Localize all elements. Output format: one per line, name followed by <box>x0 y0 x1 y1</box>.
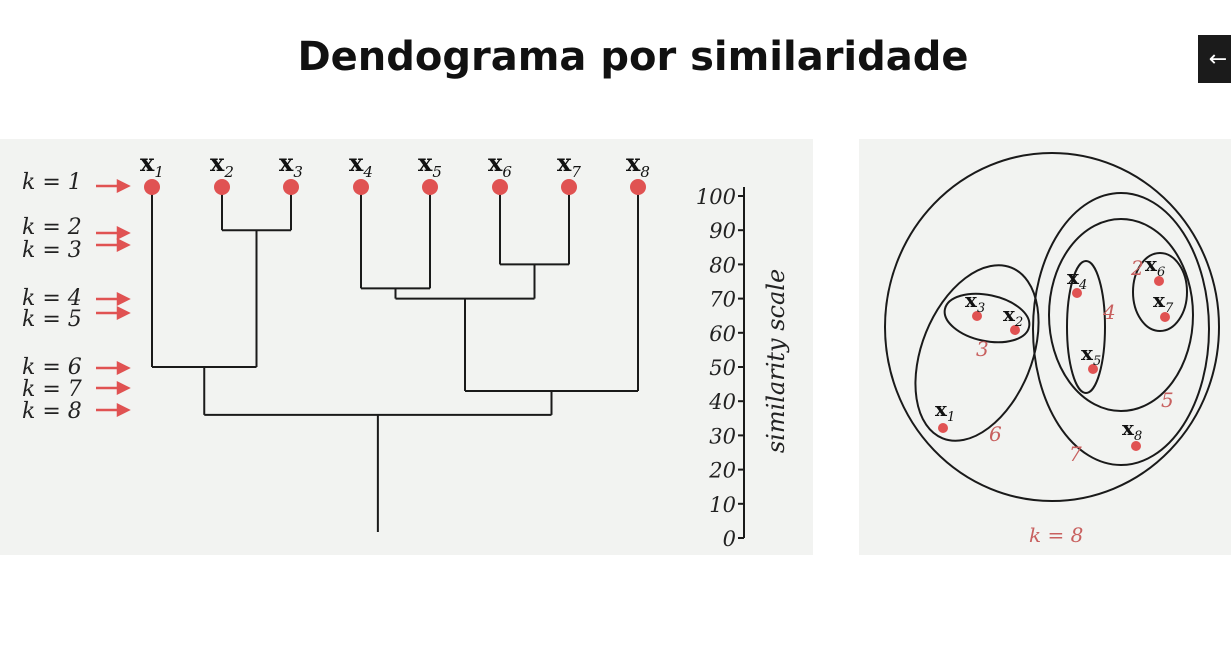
dendrogram-panel: k = 1 k = 2 k = 3 k = 4 k = 5 k = 6 k = … <box>0 139 813 555</box>
scale-tick-label: 90 <box>709 219 736 243</box>
cluster-point <box>938 423 948 433</box>
leaf-point <box>353 179 369 195</box>
scale-tick-label: 30 <box>709 424 736 448</box>
dendrogram-figure: k = 1 k = 2 k = 3 k = 4 k = 5 k = 6 k = … <box>22 148 790 551</box>
arrow-left-icon: ← <box>1208 46 1228 72</box>
scale-tick-label: 50 <box>709 356 736 380</box>
leaf-label-x3: x3 <box>279 148 303 181</box>
arrow-icon <box>96 178 131 194</box>
cluster-point-label-x1: x1 <box>935 397 955 425</box>
back-button[interactable]: ← <box>1198 35 1231 83</box>
cluster-outlines <box>884 152 1220 502</box>
level-label-k1: k = 1 <box>22 170 82 195</box>
cluster-point-label-x5: x5 <box>1081 341 1101 369</box>
cluster-point <box>1160 312 1170 322</box>
level-label-k8: k = 8 <box>22 399 82 424</box>
cluster-point-label-x8: x8 <box>1122 416 1142 444</box>
cluster-outline-6 <box>914 264 1040 442</box>
arrow-icon <box>96 360 131 376</box>
cluster-outline-k8 <box>884 152 1220 502</box>
scale-tick-label: 0 <box>723 527 736 551</box>
cluster-label-k8: k = 8 <box>1029 523 1083 547</box>
cluster-points: x1 x2 x3 x4 x5 x6 x7 x8 <box>935 252 1174 451</box>
level-label-k7: k = 7 <box>22 377 82 402</box>
level-labels: k = 1 k = 2 k = 3 k = 4 k = 5 k = 6 k = … <box>22 170 82 424</box>
leaf-label-x7: x7 <box>557 148 581 181</box>
leaf-point <box>630 179 646 195</box>
level-label-k4: k = 4 <box>22 286 82 311</box>
cluster-diagram-panel: x1 x2 x3 x4 x5 x6 x7 x8 2 3 4 5 6 7 k = 8 <box>859 139 1231 555</box>
arrow-icon <box>96 225 131 241</box>
cluster-label-7: 7 <box>1069 442 1082 466</box>
cluster-numbers: 2 3 4 5 6 7 k = 8 <box>976 256 1174 547</box>
dendrogram-tree <box>151 187 639 532</box>
leaf-labels: x1 x2 x3 x4 x5 x6 x7 x8 <box>140 148 650 181</box>
cluster-point <box>1088 364 1098 374</box>
cluster-point-label-x4: x4 <box>1067 265 1087 293</box>
cluster-label-6: 6 <box>989 422 1002 446</box>
cluster-point-label-x7: x7 <box>1153 288 1174 316</box>
arrow-icon <box>96 291 131 307</box>
cluster-outline-3 <box>943 292 1031 344</box>
cluster-point-label-x2: x2 <box>1003 302 1023 330</box>
level-arrows <box>96 178 131 418</box>
page-title: Dendograma por similaridade <box>297 34 969 80</box>
scale-tick-label: 80 <box>709 253 736 277</box>
level-label-k5: k = 5 <box>22 307 82 332</box>
level-label-k6: k = 6 <box>22 355 82 380</box>
scale-tick-label: 100 <box>696 185 736 209</box>
scale-tick-label: 60 <box>709 322 736 346</box>
arrow-icon <box>96 380 131 396</box>
scale-tick-label: 70 <box>709 288 736 312</box>
arrow-icon <box>96 402 131 418</box>
leaf-point <box>492 179 508 195</box>
leaf-label-x8: x8 <box>626 148 650 181</box>
scale-tick-label: 20 <box>708 459 736 483</box>
leaf-label-x2: x2 <box>210 148 234 181</box>
cluster-point <box>1072 288 1082 298</box>
cluster-outline-2 <box>1132 252 1188 332</box>
arrow-icon <box>96 305 131 321</box>
level-label-k2: k = 2 <box>22 215 82 240</box>
cluster-point-label-x6: x6 <box>1145 252 1165 280</box>
leaf-point <box>214 179 230 195</box>
level-label-k3: k = 3 <box>22 238 82 263</box>
leaf-label-x1: x1 <box>140 148 164 181</box>
scale-tick-label: 40 <box>708 390 736 414</box>
cluster-point <box>972 311 982 321</box>
cluster-point <box>1131 441 1141 451</box>
cluster-point-label-x3: x3 <box>965 288 985 316</box>
leaf-point <box>561 179 577 195</box>
cluster-point <box>1010 325 1020 335</box>
cluster-label-5: 5 <box>1161 388 1174 412</box>
cluster-outline-5 <box>1048 218 1194 412</box>
similarity-scale-label: similarity scale <box>762 269 790 453</box>
cluster-label-2: 2 <box>1130 256 1144 280</box>
arrow-icon <box>96 237 131 253</box>
leaf-point <box>283 179 299 195</box>
leaf-label-x6: x6 <box>488 148 512 181</box>
leaf-point <box>144 179 160 195</box>
cluster-diagram: x1 x2 x3 x4 x5 x6 x7 x8 2 3 4 5 6 7 k = 8 <box>884 152 1220 547</box>
leaf-label-x4: x4 <box>349 148 373 181</box>
cluster-label-4: 4 <box>1102 300 1116 324</box>
cluster-outline-4 <box>1066 260 1106 394</box>
cluster-point <box>1154 276 1164 286</box>
leaf-point <box>422 179 438 195</box>
leaf-label-x5: x5 <box>418 148 442 181</box>
cluster-label-3: 3 <box>976 337 989 361</box>
scale-tick-label: 10 <box>709 493 736 517</box>
cluster-outline-7 <box>1032 192 1210 466</box>
leaf-points <box>144 179 646 195</box>
